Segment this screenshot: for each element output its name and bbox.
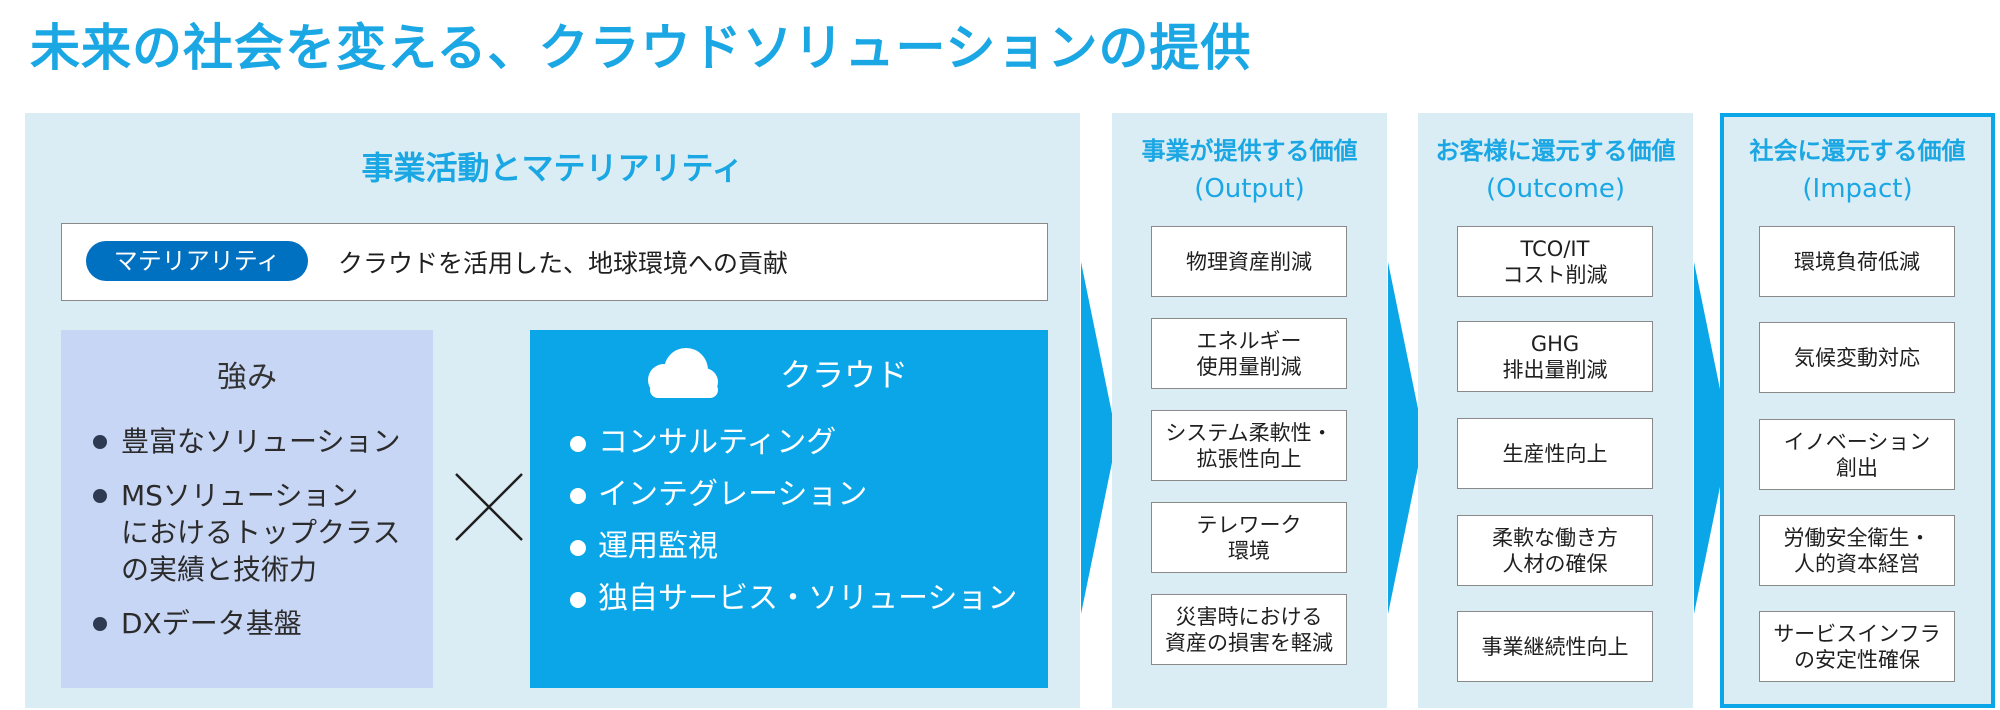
bullet-icon: [93, 489, 107, 503]
chevron-arrow-icon: [1388, 262, 1424, 614]
bullet-icon: [93, 435, 107, 449]
cloud-item: 独自サービス・ソリューション: [568, 579, 1017, 619]
outcome-column: お客様に還元する価値 (Outcome) TCO/IT コスト削減 GHG 排出…: [1418, 113, 1693, 708]
value-box: 環境負荷低減: [1759, 226, 1955, 297]
bullet-icon: [93, 617, 107, 631]
cross-icon: [455, 473, 523, 541]
value-box: 物理資産削減: [1151, 226, 1347, 297]
value-box: 生産性向上: [1457, 418, 1653, 489]
impact-column-subtitle: (Impact): [1802, 174, 1913, 204]
materiality-tag: マテリアリティ: [86, 241, 308, 281]
value-box: 事業継続性向上: [1457, 611, 1653, 682]
strengths-box: 強み 豊富なソリューション MSソリューション におけるトップクラス の実績と技…: [61, 330, 433, 688]
value-box: GHG 排出量削減: [1457, 321, 1653, 392]
output-column-title: 事業が提供する価値: [1141, 137, 1358, 165]
bullet-icon: [570, 540, 586, 556]
value-box: エネルギー 使用量削減: [1151, 318, 1347, 389]
strength-item-label: 豊富なソリューション: [121, 425, 401, 458]
value-box: 柔軟な働き方 人材の確保: [1457, 515, 1653, 586]
impact-column: 社会に還元する価値 (Impact) 環境負荷低減 気候変動対応 イノベーション…: [1720, 113, 1995, 708]
value-box: システム柔軟性・ 拡張性向上: [1151, 410, 1347, 481]
chevron-arrow-icon: [1081, 262, 1117, 614]
output-column: 事業が提供する価値 (Output) 物理資産削減 エネルギー 使用量削減 シス…: [1112, 113, 1387, 708]
value-box: 災害時における 資産の損害を軽減: [1151, 594, 1347, 665]
value-box: TCO/IT コスト削減: [1457, 226, 1653, 297]
page-title: 未来の社会を変える、クラウドソリューションの提供: [30, 19, 1252, 77]
bullet-icon: [570, 592, 586, 608]
cloud-item: インテグレーション: [568, 475, 1017, 515]
value-box: サービスインフラ の安定性確保: [1759, 611, 1955, 682]
business-materiality-panel: 事業活動とマテリアリティ マテリアリティ クラウドを活用した、地球環境への貢献 …: [25, 113, 1080, 708]
outcome-column-subtitle: (Outcome): [1486, 174, 1625, 204]
value-box: 気候変動対応: [1759, 322, 1955, 393]
cloud-item-label: コンサルティング: [598, 425, 837, 460]
cloud-item: 運用監視: [568, 527, 1017, 567]
strengths-title: 強み: [217, 360, 277, 395]
bullet-icon: [570, 436, 586, 452]
chevron-arrow-icon: [1694, 262, 1730, 614]
cloud-item-label: インテグレーション: [598, 477, 868, 512]
value-box: 労働安全衛生・ 人的資本経営: [1759, 515, 1955, 586]
cloud-icon: [648, 348, 718, 398]
strength-item: MSソリューション におけるトップクラス の実績と技術力: [91, 477, 421, 588]
materiality-text: クラウドを活用した、地球環境への貢献: [338, 249, 789, 278]
business-materiality-title: 事業活動とマテリアリティ: [361, 149, 744, 187]
output-column-subtitle: (Output): [1194, 174, 1305, 204]
value-box: イノベーション 創出: [1759, 419, 1955, 490]
strength-item-label: DXデータ基盤: [121, 607, 302, 640]
outcome-column-title: お客様に還元する価値: [1435, 137, 1676, 165]
materiality-bar: マテリアリティ クラウドを活用した、地球環境への貢献: [61, 223, 1048, 301]
cloud-title: クラウド: [780, 356, 909, 394]
bullet-icon: [570, 488, 586, 504]
strength-item: 豊富なソリューション: [91, 423, 421, 460]
cloud-list: コンサルティング インテグレーション 運用監視 独自サービス・ソリューション: [568, 423, 1017, 631]
cloud-box: クラウド コンサルティング インテグレーション 運用監視 独自サービス・ソリュー…: [530, 330, 1048, 688]
strength-item-label: MSソリューション におけるトップクラス の実績と技術力: [121, 479, 401, 586]
strengths-list: 豊富なソリューション MSソリューション におけるトップクラス の実績と技術力 …: [91, 423, 421, 659]
value-box: テレワーク 環境: [1151, 502, 1347, 573]
cloud-item-label: 運用監視: [598, 529, 718, 564]
cloud-item: コンサルティング: [568, 423, 1017, 463]
cloud-item-label: 独自サービス・ソリューション: [598, 581, 1018, 616]
impact-column-title: 社会に還元する価値: [1749, 137, 1966, 165]
strength-item: DXデータ基盤: [91, 605, 421, 642]
